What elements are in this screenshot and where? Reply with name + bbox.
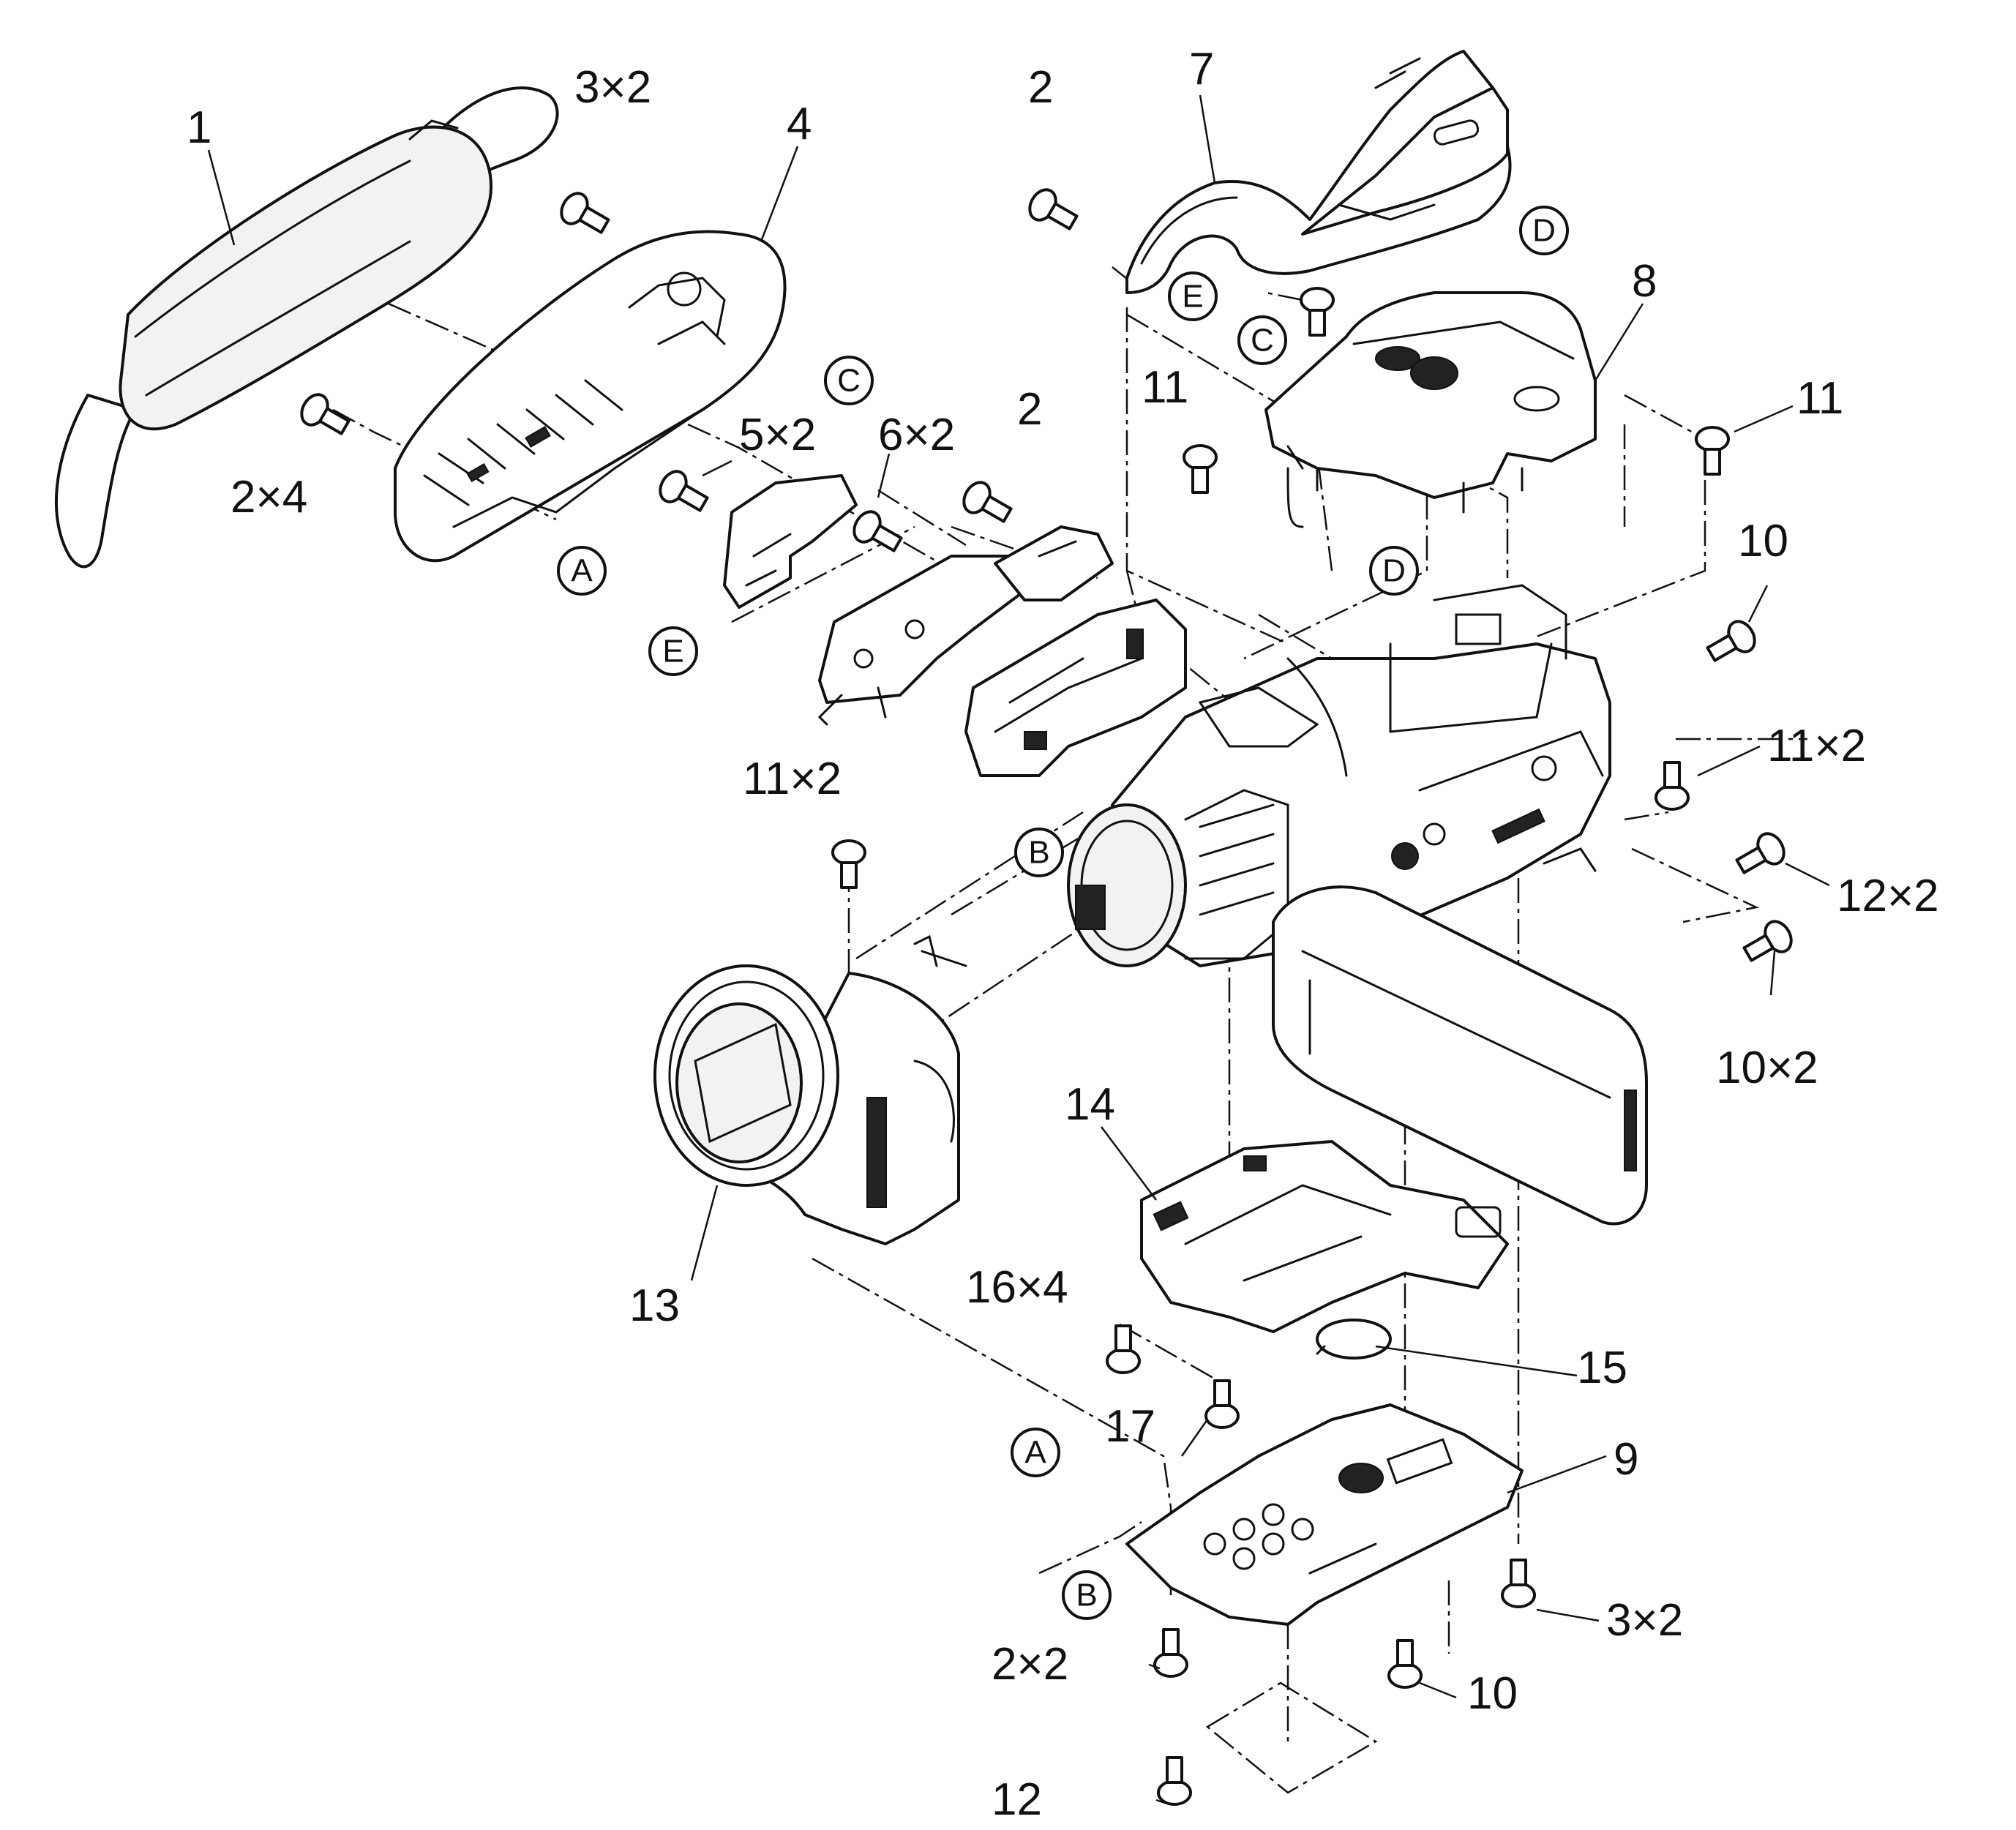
ref-marker-a-left: A (557, 546, 607, 596)
label-2x2: 2×2 (992, 1639, 1068, 1690)
screw-top-c (1300, 287, 1335, 337)
label-4: 4 (787, 99, 812, 149)
screw-6x2 (853, 510, 903, 552)
screw-12x2 (1735, 832, 1785, 874)
svg-text:C: C (837, 363, 861, 399)
screw-2x2 (1153, 1628, 1188, 1678)
ref-marker-c-top: C (1237, 315, 1287, 365)
label-3x2-bottom: 3×2 (1606, 1595, 1683, 1646)
screws (300, 188, 1793, 1806)
svg-text:D: D (1532, 213, 1556, 249)
screw-11x2-left (831, 839, 866, 889)
label-6x2: 6×2 (878, 410, 955, 460)
svg-text:C: C (1251, 323, 1274, 359)
label-17: 17 (1105, 1401, 1155, 1452)
label-11x2-left: 11×2 (743, 754, 842, 804)
label-10x2: 10×2 (1716, 1043, 1818, 1093)
ref-marker-a-bottom: A (1011, 1428, 1060, 1477)
bracket-frame (817, 555, 1033, 726)
circuit-board-block (964, 599, 1187, 777)
grip-case (394, 230, 787, 563)
lcd-monitor-panel (1272, 885, 1648, 1226)
label-13: 13 (629, 1280, 680, 1331)
part-number-labels: 1 3×2 4 2 7 8 11 11 2×4 5×2 6×2 2 10 11×… (187, 44, 1939, 1825)
svg-text:D: D (1382, 553, 1406, 589)
leader-lines (207, 94, 1830, 1805)
top-unit (1264, 291, 1597, 528)
screw-10x2 (1742, 920, 1793, 962)
label-11-a: 11 (1142, 362, 1188, 413)
ref-marker-e-left: E (648, 626, 698, 676)
svg-text:E: E (662, 634, 683, 670)
screw-2-mid (962, 481, 1013, 523)
svg-text:E: E (1182, 279, 1203, 315)
mechanism-chassis (1140, 1140, 1509, 1333)
bottom-board (1125, 1403, 1524, 1626)
label-11x2-right: 11×2 (1767, 721, 1866, 771)
screw-11-a (1183, 444, 1218, 494)
label-3x2-top: 3×2 (574, 62, 651, 113)
label-5x2: 5×2 (739, 410, 816, 460)
label-2-mid: 2 (1017, 384, 1042, 435)
svg-text:B: B (1076, 1578, 1097, 1613)
screw-10-bottom (1387, 1639, 1423, 1689)
screw-12 (1157, 1756, 1192, 1806)
label-2-top: 2 (1028, 62, 1053, 113)
ref-marker-d-mid: D (1369, 546, 1419, 596)
label-11-b: 11 (1796, 373, 1843, 424)
ref-marker-d-top: D (1519, 206, 1569, 255)
ref-marker-e-top: E (1168, 271, 1218, 321)
ref-marker-c-left: C (824, 356, 874, 405)
screw-11-b (1695, 426, 1730, 476)
screw-10-right (1706, 620, 1756, 662)
screw-2-top (1028, 188, 1079, 230)
svg-text:A: A (571, 553, 593, 589)
reference-markers: C A E E D C D B (557, 206, 1569, 1620)
label-12: 12 (992, 1774, 1042, 1825)
label-10-right: 10 (1738, 516, 1788, 566)
svg-text:A: A (1024, 1435, 1046, 1471)
screw-16x4 (1106, 1324, 1141, 1374)
screw-17 (1204, 1379, 1240, 1429)
screw-3x2-top (560, 192, 610, 234)
label-10-bottom: 10 (1467, 1668, 1518, 1719)
camera-body-chassis (1067, 584, 1611, 967)
ref-marker-b-mid: B (1014, 828, 1064, 877)
screw-3x2-bottom (1501, 1559, 1536, 1608)
label-7: 7 (1189, 44, 1214, 94)
svg-text:B: B (1028, 835, 1049, 871)
label-8: 8 (1632, 256, 1657, 307)
screw-11x2-right (1655, 761, 1690, 811)
screw-2x4 (300, 393, 351, 435)
label-12x2: 12×2 (1837, 871, 1939, 921)
hand-strap (54, 86, 559, 569)
label-2x4: 2×4 (231, 472, 307, 522)
shield-plate (723, 474, 858, 609)
label-16x4: 16×4 (966, 1262, 1068, 1313)
battery-holder (1316, 1319, 1392, 1360)
label-9: 9 (1614, 1434, 1638, 1485)
label-14: 14 (1065, 1079, 1115, 1130)
front-lens-case (653, 934, 967, 1245)
label-1: 1 (187, 102, 211, 153)
label-15: 15 (1577, 1343, 1627, 1393)
top-case (1125, 50, 1512, 294)
mid-bracket (994, 525, 1114, 601)
ref-marker-b-bottom: B (1062, 1570, 1112, 1620)
screw-5x2 (659, 470, 709, 512)
